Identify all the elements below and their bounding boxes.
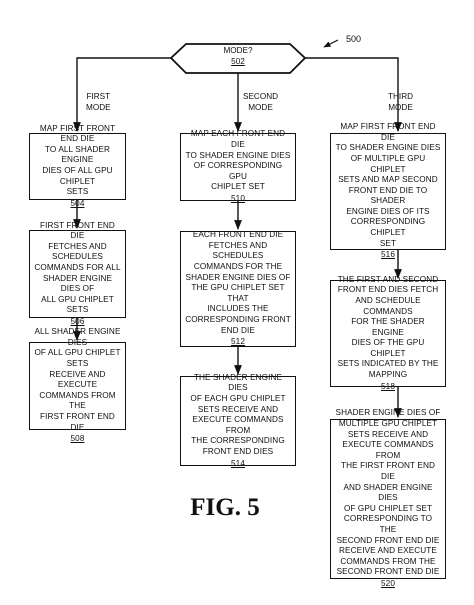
step-text-line: RECEIVE AND EXECUTE [339, 546, 437, 556]
step-text-line: ENGINE DIES OF ITS [346, 206, 430, 216]
step-ref-number: 514 [231, 458, 245, 468]
step-text-line: FIRST FRONT END DIE [40, 220, 115, 241]
step-text-line: COMMANDS FROM THE [340, 556, 436, 566]
step-text-line: SETS [66, 187, 89, 197]
mode-label-first-line1: FIRST [86, 92, 111, 101]
step-text-line: SHADER ENGINE DIES OF [42, 273, 113, 294]
step-text-line: CORRESPONDING CHIPLET [350, 217, 426, 238]
step-text-line: SETS RECEIVE AND [197, 404, 279, 414]
step-ref-number: 516 [381, 250, 395, 260]
step-ref-number: 506 [70, 316, 85, 326]
step-text-line: THE FIRST AND SECOND [337, 274, 439, 284]
step-text-line: MULTIPLE GPU CHIPLET [338, 419, 438, 429]
step-text-line: TO SHADER ENGINE DIES [185, 150, 291, 160]
figure-reference-number: 500 [346, 34, 362, 44]
step-ref-number: 504 [70, 198, 85, 208]
step-text-line: AND SCHEDULE COMMANDS [355, 295, 421, 316]
mode-label-third: THIRD MODE [388, 92, 413, 113]
step-text-line: MAP EACH FRONT END DIE [190, 129, 286, 150]
mode-label-first-line2: MODE [86, 102, 111, 112]
decision-label: MODE? [223, 46, 253, 55]
step-text-line: RECEIVE AND EXECUTE [49, 369, 106, 390]
step-text-line: FETCHES AND SCHEDULES [48, 241, 107, 262]
step-text-line: FOR THE SHADER ENGINE [351, 317, 425, 337]
branch-third-mode [305, 57, 402, 132]
step-text-line: INCLUDES THE [207, 304, 269, 314]
step-text-line: MAP FIRST FRONT END DIE [340, 122, 436, 142]
step-text-line: THE FIRST FRONT END DIE [341, 461, 435, 482]
step-text-line: EXECUTE COMMANDS FROM [192, 415, 284, 435]
step-text-line: TO ALL SHADER ENGINE [44, 144, 110, 165]
step-ref-number: 512 [231, 337, 245, 347]
figure-label: FIG. 5 [190, 494, 260, 521]
step-text-line: COMMANDS FOR ALL [34, 262, 121, 272]
step-text-line: AND SHADER ENGINE DIES [343, 482, 433, 503]
step-text-line: OF EACH GPU CHIPLET [190, 394, 286, 404]
reference-arrow-500 [323, 39, 339, 48]
step-text-line: THE GPU CHIPLET SET THAT [191, 283, 285, 303]
step-text-line: OF CORRESPONDING GPU [193, 161, 283, 181]
step-text-line: SECOND FRONT END DIE [336, 567, 440, 577]
step-text-line: SETS RECEIVE AND [347, 429, 429, 439]
step-text-line: SHADER ENGINE DIES OF [185, 272, 291, 282]
step-text-line: CORRESPONDING TO THE [343, 514, 433, 534]
step-text-line: ALL SHADER ENGINE DIES [34, 327, 121, 347]
step-text-line: FRONT END DIE TO SHADER [348, 185, 428, 206]
mode-label-second-line2: MODE [248, 102, 273, 112]
step-text-line: TO SHADER ENGINE DIES [335, 143, 441, 153]
step-text-line: SHADER ENGINE DIES OF [335, 408, 441, 418]
step-text-line: SETS INDICATED BY THE [337, 359, 439, 369]
branch-first-mode [73, 57, 171, 132]
step-text-line: DIES OF THE GPU CHIPLET [351, 338, 425, 358]
step-text-line: COMMANDS FOR THE [193, 262, 283, 272]
step-ref-number: 510 [231, 193, 245, 203]
step-text-line: END DIE [221, 325, 255, 335]
step-text-line: MAPPING [368, 370, 408, 380]
step-text-line: OF ALL GPU CHIPLET SETS [34, 348, 121, 369]
mode-label-second-line1: SECOND [243, 92, 279, 101]
step-text-line: EACH FRONT END DIE [192, 230, 284, 240]
step-text-line: DIES OF ALL GPU CHIPLET [42, 166, 113, 186]
step-ref-number: 520 [381, 578, 395, 588]
step-ref-number: 518 [381, 381, 395, 391]
step-text-line: SECOND FRONT END DIE [336, 535, 440, 545]
step-text-line: COMMANDS FROM THE [39, 390, 116, 411]
step-text-line: FIRST FRONT END DIE [40, 411, 115, 432]
step-text-line: FRONT END DIES FETCH [337, 285, 439, 295]
step-text-line: MAP FIRST FRONT END DIE [39, 123, 116, 144]
step-text-line: FRONT END DIES [202, 446, 274, 456]
step-text-line: OF MULTIPLE GPU CHIPLET [350, 153, 426, 174]
mode-label-third-line2: MODE [388, 102, 413, 112]
decision-ref: 502 [231, 57, 245, 66]
mode-label-third-line1: THIRD [388, 92, 414, 101]
step-text-line: OF GPU CHIPLET SET [343, 503, 433, 513]
step-text-line: THE SHADER ENGINE DIES [193, 372, 283, 393]
decision-text: MODE? 502 [198, 45, 278, 67]
step-text-line: CHIPLET SET [211, 182, 265, 192]
step-text-line: CORRESPONDING FRONT [185, 314, 291, 324]
step-text-line: ALL GPU CHIPLET SETS [41, 294, 114, 315]
step-text-line: SET [379, 238, 397, 248]
step-text-line: FETCHES AND SCHEDULES [208, 240, 268, 261]
mode-label-second: SECOND MODE [243, 92, 278, 113]
mode-label-first: FIRST MODE [86, 92, 111, 113]
step-text-line: SETS AND MAP SECOND [338, 175, 438, 185]
step-ref-number: 508 [70, 434, 85, 444]
step-text-line: THE CORRESPONDING [191, 436, 285, 446]
step-text-line: EXECUTE COMMANDS FROM [342, 440, 434, 460]
